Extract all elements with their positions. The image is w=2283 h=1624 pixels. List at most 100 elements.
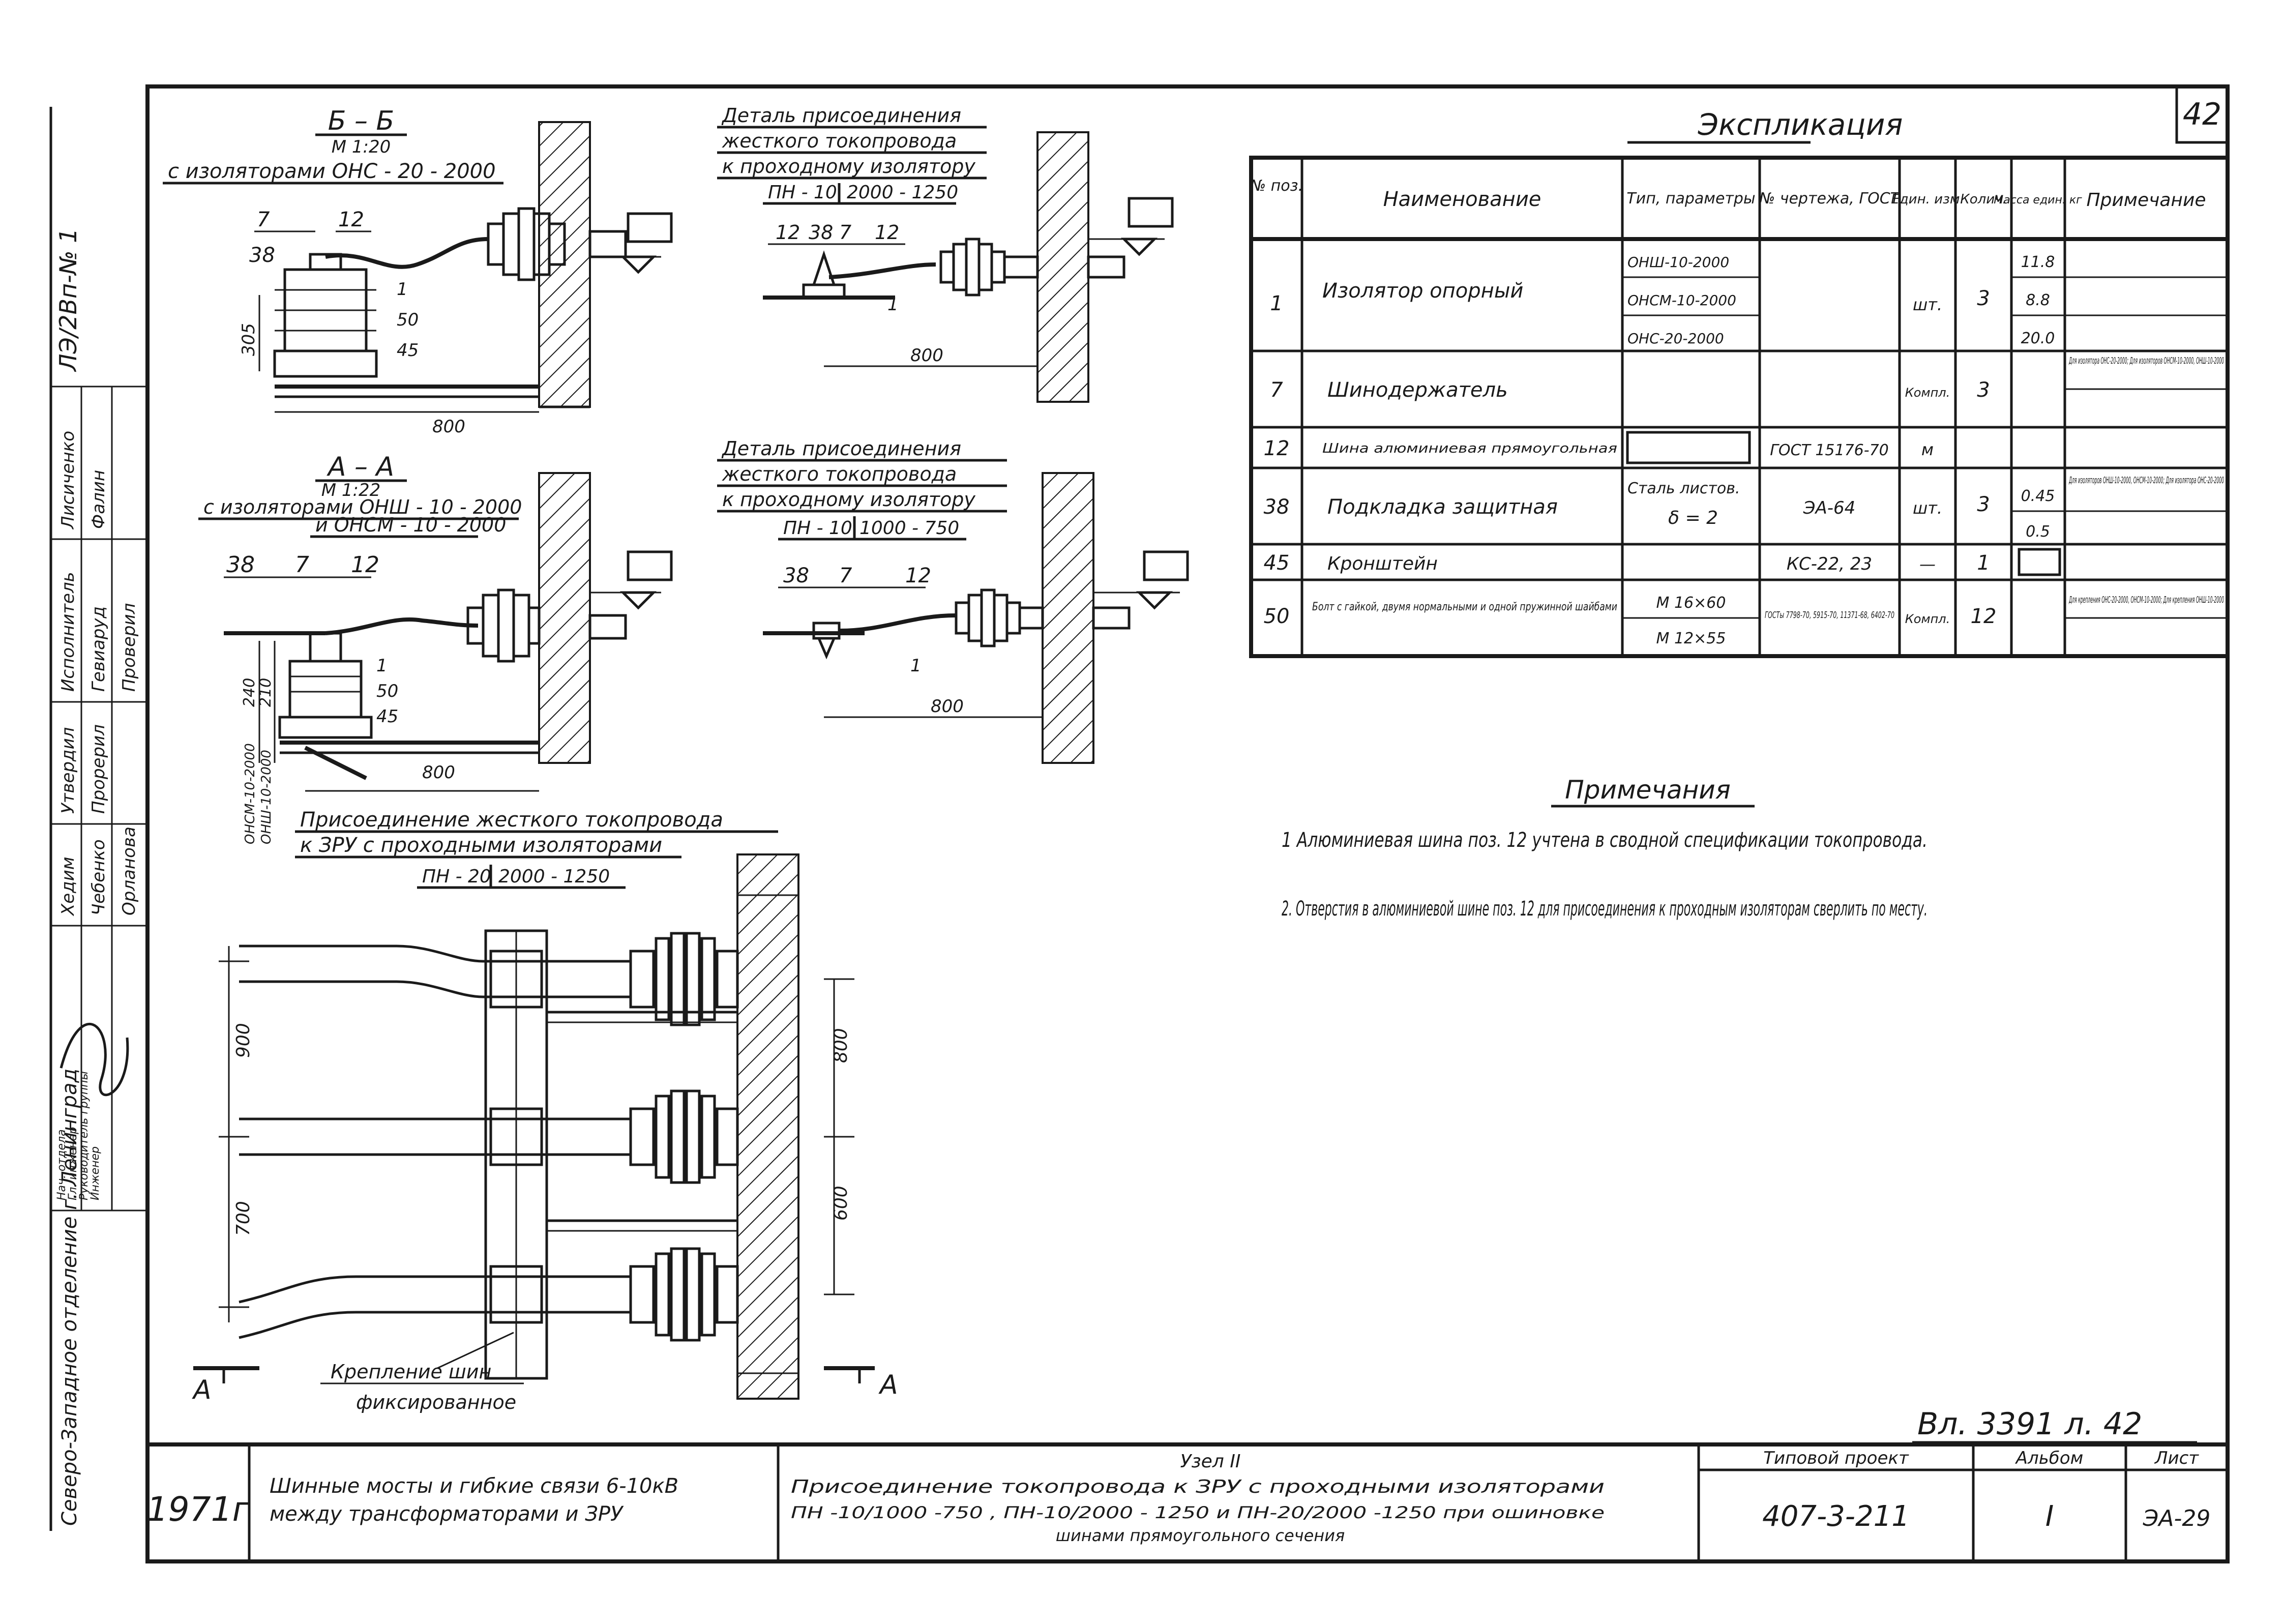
row38-type-1: Сталь листов. (1627, 480, 1740, 497)
row38-mass-2: 0.5 (2026, 523, 2050, 541)
bb-callout-12: 12 (338, 208, 364, 231)
aa-callout-45: 45 (376, 706, 398, 727)
row12-unit: м (1921, 440, 1934, 459)
margin-name-5: Орланова (119, 826, 139, 916)
plan-dim-right-1: 800 (831, 1028, 851, 1063)
bb-title: Б – Б (328, 106, 394, 136)
stamp-sheet-label: Лист (2154, 1448, 2199, 1468)
bb-callout-38: 38 (249, 244, 275, 267)
row1-name: Изолятор опорный (1322, 279, 1523, 303)
stamp-album-label: Альбом (2015, 1448, 2083, 1468)
detail-top-title-1: Деталь присоединения (721, 104, 961, 127)
row50-qty: 12 (1971, 605, 1997, 628)
detail-top-title-2: жесткого токопровода (722, 130, 957, 152)
detail-top-type-2: 2000 - 1250 (847, 182, 958, 203)
row1-unit: шт. (1913, 295, 1942, 314)
row38-note: Для изоляторов ОНШ-10-2000, ОНСМ-10-2000… (2069, 475, 2224, 486)
row50-pos: 50 (1264, 605, 1290, 628)
stamp-project-title-1: Шинные мосты и гибкие связи 6-10кВ (270, 1474, 678, 1498)
row38-name: Подкладка защитная (1327, 495, 1558, 519)
signature-scribble (60, 1022, 129, 1097)
detail-top-callout-12b: 12 (875, 221, 899, 244)
header-mass: Масса един. кг (1994, 194, 2082, 206)
wall-detail-top (1036, 131, 1089, 403)
detail-mid-callout-12: 12 (905, 564, 931, 587)
aa-subtitle-2: и ОНСМ - 10 - 2000 (315, 514, 506, 536)
margin-role-1: Нач. отдела (55, 1129, 68, 1200)
detail-top-callout-38: 38 (809, 221, 833, 244)
header-qty: Колич. (1960, 192, 2007, 207)
archive-number: ЛЭ/2Вп-№ 1 (54, 228, 82, 372)
detail-top: Деталь присоединения жесткого токопровод… (717, 104, 1174, 403)
row50-note: Для крепления ОНС-20-2000, ОНСМ-10-2000;… (2069, 595, 2224, 605)
header-name: Наименование (1383, 188, 1541, 211)
detail-top-dim: 800 (910, 345, 943, 366)
aa-subtitle-1: с изоляторами ОНШ - 10 - 2000 (203, 496, 522, 518)
margin-col-4: Хедим (58, 857, 78, 917)
plan-type-2: 2000 - 1250 (498, 866, 610, 887)
header-pos: № поз. (1249, 177, 1303, 195)
row1-pos: 1 (1270, 292, 1283, 315)
detail-mid-title-3: к проходному изолятору (722, 488, 975, 511)
plan-dim-left-2: 700 (233, 1201, 254, 1236)
notes-section: Примечания 1 Алюминиевая шина поз. 12 уч… (1282, 775, 1928, 921)
bb-callout-1: 1 (397, 279, 408, 300)
plan-title-2: к ЗРУ с проходными изоляторами (300, 834, 662, 857)
row1-type-1: ОНШ-10-2000 (1627, 254, 1729, 271)
bb-subtitle: с изоляторами ОНС - 20 - 2000 (168, 160, 496, 183)
aa-dim-label-2: ОНШ-10-2000 (259, 750, 274, 844)
aa-callout-7: 7 (295, 552, 309, 578)
detail-mid: Деталь присоединения жесткого токопровод… (717, 437, 1189, 764)
bb-callout-45: 45 (397, 340, 419, 361)
row38-type-2: δ = 2 (1668, 508, 1718, 528)
row45-unit: — (1919, 554, 1936, 574)
margin-role-3: Руководитель группы (78, 1071, 91, 1200)
row12-gost: ГОСТ 15176-70 (1770, 441, 1889, 459)
margin-col-2: Проверил (119, 603, 139, 692)
margin-name-1: Лисиченко (58, 431, 78, 530)
aa-dim-v1: 240 (241, 678, 258, 707)
row12-name: Шина алюминиевая прямоугольная (1322, 441, 1617, 456)
plan-section-right: А (878, 1370, 898, 1400)
aa-scale: М 1:22 (321, 480, 381, 500)
row45-qty: 1 (1977, 551, 1990, 575)
bb-dim-horizontal: 800 (432, 417, 465, 437)
sheet-frame (49, 84, 2230, 1563)
plan-type-1: ПН - 20 (422, 866, 491, 887)
plan-view: Присоединение жесткого токопровода к ЗРУ… (192, 808, 898, 1413)
aa-dim-v2: 210 (257, 678, 275, 707)
margin-col-5: Чебенко (88, 839, 109, 916)
row12-pos: 12 (1264, 437, 1290, 460)
detail-mid-title-1: Деталь присоединения (721, 437, 961, 460)
row50-gost: ГОСТы 7798-70, 5915-70, 11371-68, 6402-7… (1765, 610, 1894, 621)
wall-detail-mid (1042, 472, 1094, 764)
row38-pos: 38 (1264, 495, 1290, 519)
margin-name-3: Гевиаруд (88, 606, 109, 692)
explication-table: Экспликация № поз. Наименование Тип, пар… (1249, 107, 2230, 658)
stamp-sheet: ЭА-29 (2143, 1505, 2211, 1531)
plan-dim-right-2: 600 (831, 1186, 851, 1221)
stamp-node: Узел II (1180, 1451, 1241, 1472)
plan-section-left: А (192, 1375, 212, 1405)
bb-dim-vertical: 305 (239, 323, 259, 356)
margin-role-2: Гл. инженер (67, 1127, 79, 1200)
row7-qty: 3 (1977, 378, 1990, 402)
header-unit: Един. изм. (1891, 192, 1964, 207)
explication-title: Экспликация (1698, 107, 1903, 142)
detail-top-callout-7: 7 (839, 221, 851, 244)
row1-mass-3: 20.0 (2021, 330, 2055, 347)
stamp-sheet-title-1: Присоединение токопровода к ЗРУ с проход… (791, 1477, 1605, 1497)
organization: Северо-Западное отделение г. Ленинград (58, 1069, 81, 1526)
row50-type-2: М 12×55 (1656, 630, 1726, 647)
row38-qty: 3 (1977, 493, 1990, 516)
sheet-number-top: 42 (2183, 97, 2221, 132)
plan-callout-2: фиксированное (356, 1391, 516, 1413)
notes-title: Примечания (1565, 775, 1731, 805)
bb-callout-7: 7 (257, 208, 270, 231)
detail-mid-callout-1: 1 (910, 656, 922, 676)
detail-mid-type-1: ПН - 10 (783, 518, 852, 539)
aa-callout-38: 38 (226, 552, 255, 578)
row1-qty: 3 (1977, 287, 1990, 310)
detail-mid-title-2: жесткого токопровода (722, 463, 957, 485)
